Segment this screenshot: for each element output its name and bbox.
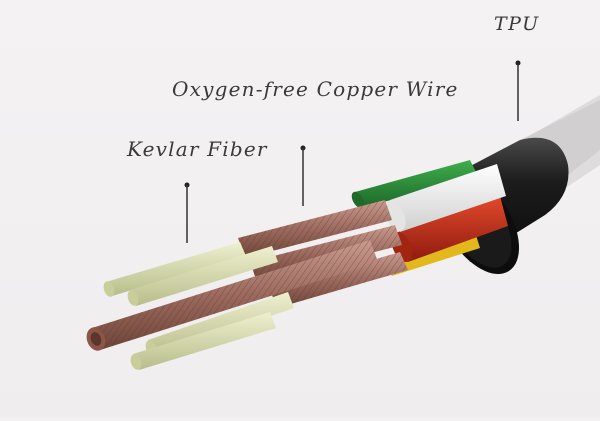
kevlar-rod xyxy=(133,312,276,370)
green-wire xyxy=(355,160,478,208)
white-wire xyxy=(390,164,506,232)
leader-lines xyxy=(184,60,521,243)
kevlar-rod xyxy=(130,246,278,306)
copper-wire-label: Oxygen-free Copper Wire xyxy=(172,77,459,101)
copper-conductors xyxy=(86,200,408,351)
kevlar-fiber-label: Kevlar Fiber xyxy=(127,137,268,161)
kevlar-fibers xyxy=(103,242,294,370)
tpu-label: TPU xyxy=(494,13,540,35)
kevlar-rod xyxy=(106,242,246,296)
insulated-wires xyxy=(351,160,508,276)
red-wire xyxy=(398,196,508,262)
